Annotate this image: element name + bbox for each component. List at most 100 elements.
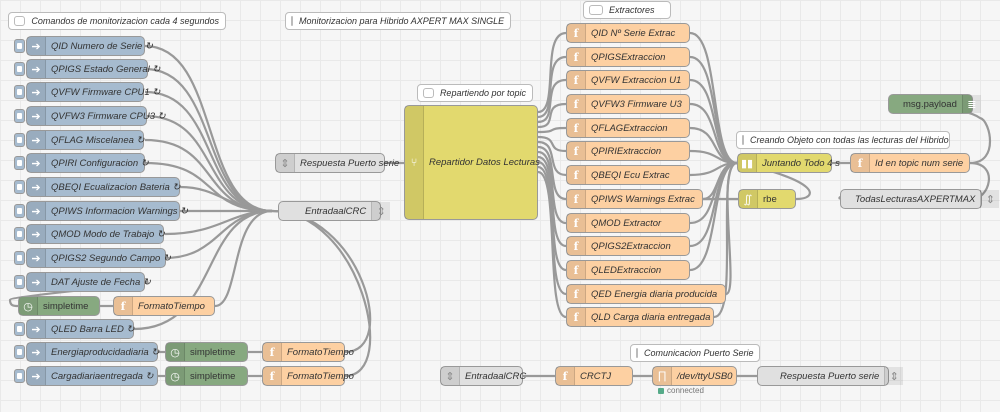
rbe-node[interactable]: ∬rbe [738,189,796,209]
inject-button[interactable] [14,62,25,76]
comment-text: Extractores [609,5,655,15]
inject-node-qpigs[interactable]: ➔QPIGS Estado General ↻ [14,59,160,79]
extractor-node-qpigs2[interactable]: f QPIGS2Extraccion [566,236,690,256]
comment-text: Comunicacion Puerto Serie [644,348,754,358]
simpletime-node-2[interactable]: ◷simpletime [165,342,248,362]
comment-icon [291,16,293,26]
inject-button[interactable] [14,345,25,359]
inject-node-energia[interactable]: ➔Energiaproducidadiaria ↻ [14,342,159,362]
inject-node-qvfw[interactable]: ➔QVFW Firmware CPU1 ↻ [14,82,160,102]
inject-node-qid[interactable]: ➔QID Numero de Serie ↻ [14,36,153,56]
arrow-right-icon: ➔ [27,83,46,101]
node-label: Respuesta Puerto serie [300,157,400,169]
inject-button[interactable] [14,322,25,336]
inject-button[interactable] [14,85,25,99]
link-out-icon: ⇕ [884,367,904,385]
status-dot [658,387,664,394]
node-label: QFLAGExtraccion [591,122,668,134]
inject-node-qflag[interactable]: ➔QFLAG Miscelanea ↻ [14,130,145,150]
inject-button[interactable] [14,180,25,194]
inject-node-qled[interactable]: ➔QLED Barra LED ↻ [14,319,134,339]
node-label: EntradaalCRC [465,370,527,382]
node-label: QPIWS Informacion Warnings ↻ [51,205,189,217]
comment-creando[interactable]: Creando Objeto con todas las lecturas de… [736,131,950,149]
comment-text: Comandos de monitorizacion cada 4 segund… [31,16,219,26]
inject-button[interactable] [14,227,25,241]
link-out-todas[interactable]: TodasLecturasAXPERTMAX⇕ [840,189,1000,209]
switch-node-repartidor[interactable]: ⑂ Repartidor Datos Lecturas [404,105,540,220]
link-out-respuesta[interactable]: Respuesta Puerto serie ⇕ [757,366,904,386]
extractor-node-qmod[interactable]: f QMOD Extractor [566,213,690,233]
switch-icon: ⑂ [405,106,424,219]
comment-inject-header[interactable]: Comandos de monitorizacion cada 4 segund… [8,12,226,30]
node-label: Cargadiariaentregada ↻ [51,370,154,382]
inject-node-qbeqi[interactable]: ➔QBEQI Ecualizacion Bateria ↻ [14,177,180,197]
node-label: Id en topic num serie [875,157,964,169]
debug-node[interactable]: msg.payload≣ [888,94,981,114]
clock-icon: ◷ [166,367,185,385]
link-in-respuesta[interactable]: ⇕Respuesta Puerto serie [275,153,399,173]
arrow-right-icon: ➔ [27,154,46,172]
node-label: FormatoTiempo [138,300,205,312]
inject-node-dat[interactable]: ➔DAT Ajuste de Fecha ↻ [14,272,151,292]
node-label: Respuesta Puerto serie [780,370,880,382]
node-label: QBEQI Ecu Extrac [591,169,670,181]
inject-button[interactable] [14,275,25,289]
inject-node-qmod[interactable]: ➔QMOD Modo de Trabajo ↻ [14,224,165,244]
node-label: QMOD Modo de Trabajo ↻ [51,228,165,240]
inject-node-qpiri[interactable]: ➔QPIRI Configuracion ↻ [14,153,149,173]
function-icon: f [567,214,586,232]
simpletime-node-3[interactable]: ◷simpletime [165,366,248,386]
inject-button[interactable] [14,39,25,53]
inject-button[interactable] [14,156,25,170]
comment-monitor-title[interactable]: Monitorizacion para Hibrido AXPERT MAX S… [285,12,511,30]
link-out-entrada-crc[interactable]: EntradaalCRC⇕ [278,201,391,221]
node-label: /dev/ttyUSB0 [677,370,733,382]
node-label: FormatoTiempo [287,346,354,358]
extractor-node-qvfw[interactable]: f QVFW Extraccion U1 [566,70,690,90]
comment-repartiendo[interactable]: Repartiendo por topic [417,84,533,102]
inject-node-carga[interactable]: ➔Cargadiariaentregada ↻ [14,366,158,386]
node-label: QMOD Extractor [591,217,662,229]
inject-node-qvfw3[interactable]: ➔QVFW3 Firmware CPU3 ↻ [14,106,166,126]
inject-button[interactable] [14,251,25,265]
inject-button[interactable] [14,369,25,383]
link-in-entrada-crc[interactable]: ⇕EntradaalCRC [440,366,526,386]
inject-button[interactable] [14,133,25,147]
inject-node-qpigs2[interactable]: ➔QPIGS2 Segundo Campo ↻ [14,248,171,268]
comment-extractors[interactable]: Extractores [583,1,671,19]
inject-button[interactable] [14,204,25,218]
arrow-right-icon: ➔ [27,37,46,55]
comment-comunicacion[interactable]: Comunicacion Puerto Serie [630,344,760,362]
function-icon: f [567,71,586,89]
join-node[interactable]: ▮▮Juntando Todo 4 s [737,153,840,173]
simpletime-node-1[interactable]: ◷simpletime [18,296,100,316]
node-label: QPIGS2Extraccion [591,240,671,252]
inject-button[interactable] [14,109,25,123]
node-label: QPIRIExtraccion [591,145,662,157]
function-icon: f [567,237,586,255]
node-label: QVFW Extraccion U1 [591,74,682,86]
serial-port-node[interactable]: ∏/dev/ttyUSB0 [652,366,737,386]
inject-node-qpiws[interactable]: ➔QPIWS Informacion Warnings ↻ [14,201,188,221]
node-label: rbe [763,193,777,205]
node-label: QLED Barra LED ↻ [51,323,135,335]
node-label: DAT Ajuste de Fecha ↻ [51,276,151,288]
arrow-right-icon: ➔ [27,60,46,78]
